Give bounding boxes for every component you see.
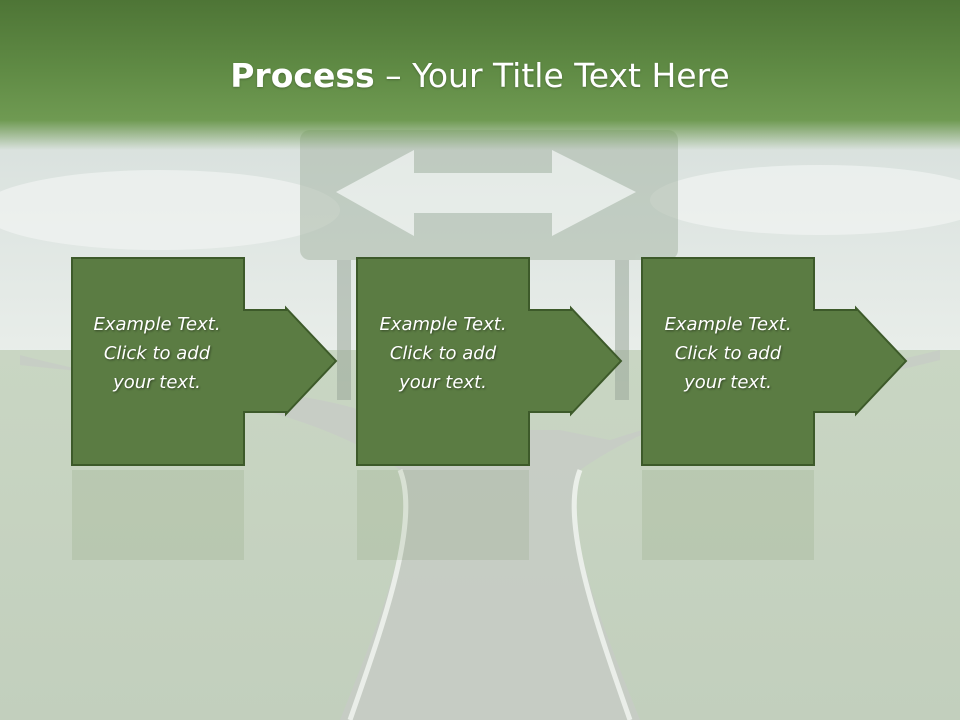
step-2-line-2: Click to add [389,343,497,364]
step-1-line-3: your text. [113,372,201,393]
road [20,350,940,720]
step-text-1[interactable]: Example Text. Click to add your text. [72,310,242,397]
step-3-line-1: Example Text. [664,314,792,335]
double-arrow-icon [336,150,636,236]
step-1-line-2: Click to add [103,343,211,364]
step-1-line-1: Example Text. [93,314,221,335]
step-3-line-2: Click to add [674,343,782,364]
reflections [72,470,814,560]
step-box-1[interactable] [71,257,338,466]
step-box-2[interactable] [356,257,623,466]
process-step-2[interactable] [356,257,623,466]
title-bold: Process [230,56,375,95]
slide-title[interactable]: Process – Your Title Text Here [0,54,960,98]
step-2-line-3: your text. [399,372,487,393]
title-rest: – Your Title Text Here [374,56,730,95]
step-text-2[interactable]: Example Text. Click to add your text. [358,310,528,397]
process-step-1[interactable] [71,257,338,466]
step-2-line-1: Example Text. [379,314,507,335]
title-bar [0,0,960,150]
step-box-3[interactable] [641,257,908,466]
step-text-3[interactable]: Example Text. Click to add your text. [643,310,813,397]
process-step-3[interactable] [641,257,908,466]
step-3-line-3: your text. [684,372,772,393]
road-sign [300,130,678,400]
